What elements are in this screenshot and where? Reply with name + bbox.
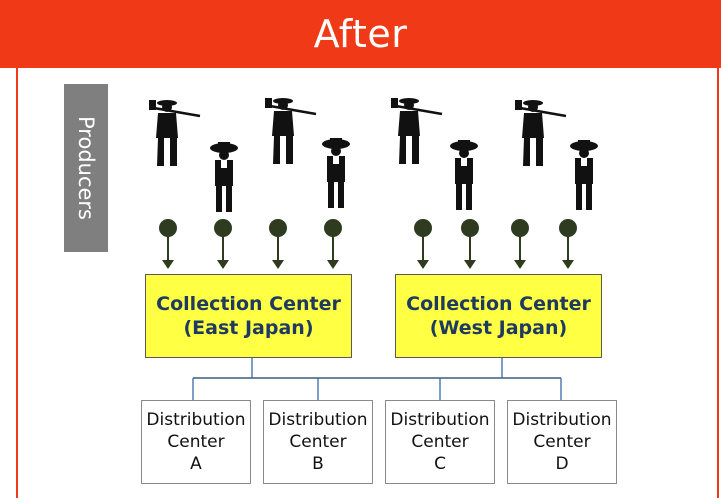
distribution-center-d-line1: Distribution [512, 410, 612, 430]
producer-arrow-4 [324, 219, 342, 269]
distribution-center-b: Distribution Center B [263, 400, 373, 484]
farmer-with-hat-icon [450, 140, 478, 210]
slide-frame [16, 0, 719, 498]
distribution-center-c-line2: Center [411, 432, 469, 452]
collection-center-east-line1: Collection Center [156, 293, 341, 315]
producer-arrow-8 [559, 219, 577, 269]
distribution-center-c-line1: Distribution [390, 410, 490, 430]
distribution-center-d-line3: D [555, 454, 569, 474]
collection-center-west-line1: Collection Center [406, 293, 591, 315]
producer-arrow-2 [214, 219, 232, 269]
distribution-center-a-line1: Distribution [146, 410, 246, 430]
slide-title: After [313, 12, 408, 56]
distribution-center-a-line3: A [190, 454, 202, 474]
distribution-center-b-line2: Center [289, 432, 347, 452]
distribution-center-d: Distribution Center D [507, 400, 617, 484]
distribution-center-c: Distribution Center C [385, 400, 495, 484]
producer-arrow-3 [269, 219, 287, 269]
farmer-with-hoe-icon [515, 100, 567, 166]
distribution-center-a-line2: Center [167, 432, 225, 452]
collection-center-east: Collection Center (East Japan) [145, 274, 352, 358]
slide-header: After [0, 0, 721, 68]
distribution-center-b-line3: B [312, 454, 324, 474]
producer-arrow-7 [511, 219, 529, 269]
distribution-center-c-line3: C [434, 454, 446, 474]
collection-center-west: Collection Center (West Japan) [395, 274, 602, 358]
producer-arrow-5 [414, 219, 432, 269]
collection-center-east-line2: (East Japan) [183, 317, 314, 339]
farmer-with-hat-icon [210, 142, 238, 212]
farmer-with-hoe-icon [149, 100, 201, 166]
distribution-center-b-line1: Distribution [268, 410, 368, 430]
farmer-with-hat-icon [570, 140, 598, 210]
producers-label: Producers [64, 84, 108, 252]
producer-arrow-6 [461, 219, 479, 269]
farmer-with-hoe-icon [391, 98, 443, 164]
producer-arrow-1 [159, 219, 177, 269]
farmer-with-hat-icon [322, 138, 350, 208]
farmer-with-hoe-icon [265, 98, 317, 164]
distribution-center-a: Distribution Center A [141, 400, 251, 484]
collection-center-west-line2: (West Japan) [429, 317, 568, 339]
distribution-center-d-line2: Center [533, 432, 591, 452]
